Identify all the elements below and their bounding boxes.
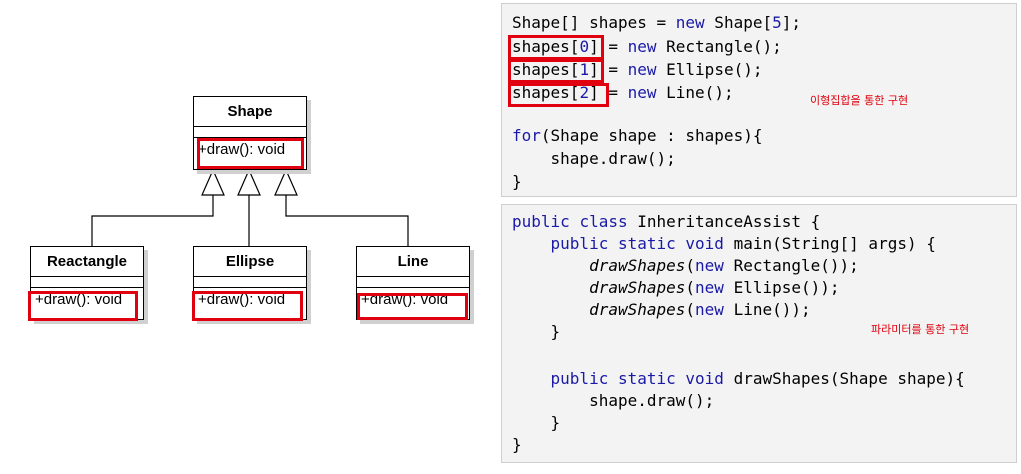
inheritance-arrowhead-left — [201, 168, 225, 196]
code-line: shape.draw(); — [512, 149, 676, 168]
uml-class-reactangle: Reactangle +draw(): void — [30, 246, 144, 320]
code-line: drawShapes(new Ellipse()); — [589, 278, 840, 297]
code-line: } — [512, 322, 561, 341]
highlight-shapes-1 — [508, 59, 604, 83]
code-panel-parameter: public class InheritanceAssist { public … — [501, 204, 1017, 463]
class-operation: +draw(): void — [35, 291, 123, 308]
code-line: shapes[0] = new Rectangle(); — [512, 37, 782, 56]
code-line: } — [512, 172, 522, 191]
class-operations: +draw(): void — [194, 288, 306, 315]
code-line: public static void drawShapes(Shape shap… — [550, 369, 965, 388]
code-line: for(Shape shape : shapes){ — [512, 126, 763, 145]
highlight-shapes-2 — [508, 83, 609, 107]
highlight-ellipse-draw — [192, 291, 303, 321]
highlight-line-draw — [357, 293, 468, 320]
class-name: Ellipse — [194, 247, 306, 277]
class-attributes — [31, 277, 143, 288]
annotation-heterogeneous-collection: 이형집합을 통한 구현 — [810, 94, 909, 107]
class-attributes — [357, 277, 469, 288]
highlight-shape-draw — [197, 138, 304, 169]
code-line: Shape[] shapes = new Shape[5]; — [512, 13, 802, 32]
code-line: drawShapes(new Rectangle()); — [589, 256, 859, 275]
annotation-parameter-passing: 파라미터를 통한 구현 — [871, 323, 970, 336]
class-operations: +draw(): void — [194, 138, 306, 165]
code-line: public class InheritanceAssist { — [512, 212, 821, 231]
uml-connectors — [91, 168, 409, 246]
connector-reactangle — [91, 195, 214, 246]
code-line: public static void main(String[] args) { — [550, 234, 936, 253]
class-name: Shape — [194, 97, 306, 127]
uml-class-shape: Shape +draw(): void — [193, 96, 307, 170]
code-line: shape.draw(); — [512, 391, 715, 410]
connector-line — [285, 195, 409, 246]
class-operation: +draw(): void — [198, 141, 286, 158]
class-attributes — [194, 277, 306, 288]
inheritance-arrowhead-middle — [237, 168, 261, 196]
class-operations: +draw(): void — [31, 288, 143, 315]
highlight-shapes-0 — [508, 35, 604, 60]
code-line: } — [512, 435, 522, 454]
class-operation: +draw(): void — [198, 291, 286, 308]
code-line: shapes[2] = new Line(); — [512, 83, 734, 102]
class-name: Reactangle — [31, 247, 143, 277]
highlight-reactangle-draw — [28, 291, 138, 321]
class-name: Line — [357, 247, 469, 277]
code-line: drawShapes(new Line()); — [589, 300, 811, 319]
class-attributes — [194, 127, 306, 138]
code-line: shapes[1] = new Ellipse(); — [512, 60, 763, 79]
uml-class-ellipse: Ellipse +draw(): void — [193, 246, 307, 320]
code-line: } — [512, 413, 561, 432]
inheritance-arrowhead-right — [274, 168, 298, 196]
